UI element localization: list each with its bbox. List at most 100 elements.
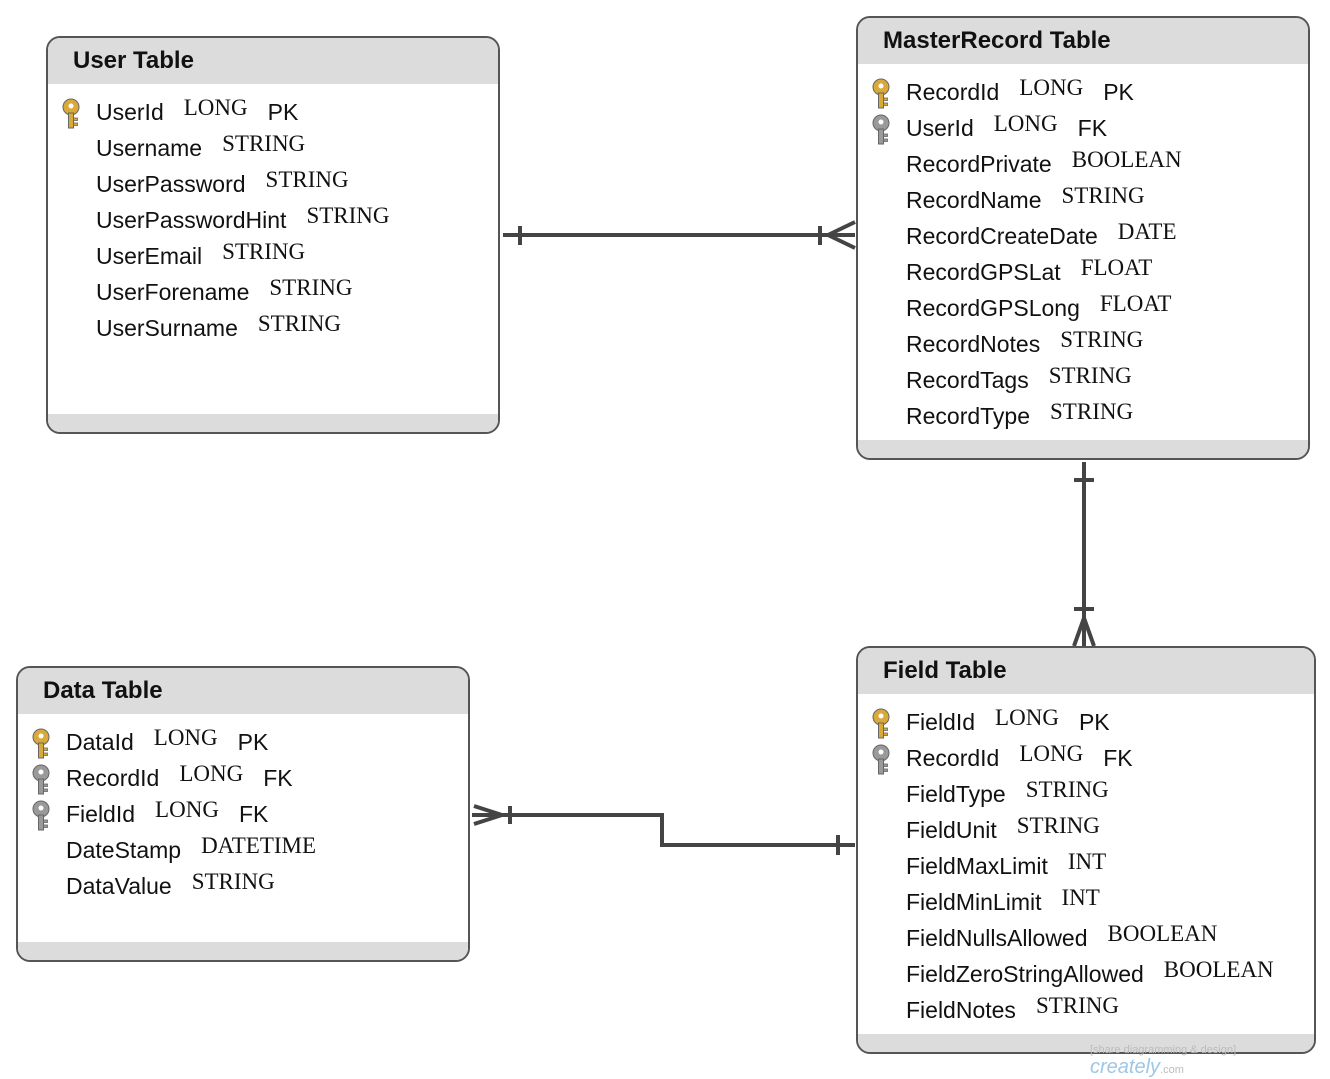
- primary-key-icon: [870, 78, 892, 110]
- foreign-key-icon: [870, 114, 892, 146]
- field-type: STRING: [1035, 993, 1119, 1018]
- field-type: LONG: [1019, 75, 1084, 100]
- field-key-label: FK: [263, 764, 293, 791]
- field-row[interactable]: Username STRING: [48, 130, 498, 166]
- field-type: LONG: [993, 111, 1058, 136]
- field-type: STRING: [1016, 813, 1100, 838]
- rel-field-data-crowfoot-bottom: [473, 813, 503, 826]
- field-name: UserForename: [96, 278, 250, 305]
- entity-header: Data Table: [18, 668, 468, 714]
- field-type: BOOLEAN: [1163, 957, 1274, 982]
- field-type: STRING: [1025, 777, 1109, 802]
- field-name: FieldMinLimit: [906, 888, 1042, 915]
- field-type: DATE: [1117, 219, 1177, 244]
- field-name: UserPassword: [96, 170, 246, 197]
- rel-master-field-crowfoot-left: [1072, 617, 1086, 647]
- foreign-key-icon: [30, 800, 52, 832]
- field-row[interactable]: UserId LONG FK: [858, 110, 1308, 146]
- field-name: Username: [96, 134, 203, 161]
- field-key-label: PK: [1103, 78, 1134, 105]
- field-type: STRING: [1060, 327, 1144, 352]
- rel-field-data-line: [472, 813, 855, 847]
- field-name: FieldType: [906, 780, 1006, 807]
- field-row[interactable]: FieldType STRING: [858, 776, 1314, 812]
- field-row[interactable]: RecordId LONG FK: [18, 760, 468, 796]
- foreign-key-icon: [30, 764, 52, 796]
- entity-footer: [858, 440, 1308, 458]
- field-name: FieldMaxLimit: [906, 852, 1048, 879]
- field-row[interactable]: FieldNotes STRING: [858, 992, 1314, 1028]
- field-type: LONG: [183, 95, 248, 120]
- field-name: DataValue: [66, 872, 172, 899]
- field-row[interactable]: FieldMaxLimit INT: [858, 848, 1314, 884]
- rel-field-data-crowfoot-top: [473, 804, 503, 817]
- field-name: UserSurname: [96, 314, 238, 341]
- field-key-label: PK: [1078, 708, 1110, 735]
- field-name: UserId: [96, 98, 164, 125]
- field-row[interactable]: RecordNotes STRING: [858, 326, 1308, 362]
- field-name: RecordGPSLat: [906, 258, 1061, 285]
- primary-key-icon: [30, 728, 52, 760]
- field-row[interactable]: UserEmail STRING: [48, 238, 498, 274]
- field-key-label: FK: [1077, 114, 1108, 141]
- rel-user-master-crowfoot-top: [827, 220, 856, 237]
- field-row[interactable]: RecordGPSLong FLOAT: [858, 290, 1308, 326]
- field-name: UserId: [906, 114, 974, 141]
- entity-title: Field Table: [883, 657, 1007, 684]
- field-type: STRING: [306, 203, 390, 228]
- entity-header: MasterRecord Table: [858, 18, 1308, 64]
- field-name: RecordNotes: [906, 330, 1041, 357]
- entity-header: Field Table: [858, 648, 1314, 694]
- field-name: UserEmail: [96, 242, 203, 269]
- field-name: FieldId: [906, 708, 976, 735]
- entity-footer: [858, 1034, 1314, 1052]
- field-type: INT: [1067, 849, 1107, 874]
- field-name: FieldZeroStringAllowed: [906, 960, 1144, 987]
- field-type: LONG: [155, 797, 219, 822]
- field-type: DATETIME: [201, 833, 317, 858]
- field-name: FieldNotes: [906, 996, 1016, 1023]
- entity-title: Data Table: [43, 677, 163, 704]
- field-row[interactable]: FieldZeroStringAllowed BOOLEAN: [858, 956, 1314, 992]
- field-name: RecordPrivate: [906, 150, 1052, 177]
- field-name: RecordId: [66, 764, 160, 791]
- primary-key-icon: [60, 98, 82, 130]
- field-type: STRING: [222, 131, 306, 156]
- entity-title: MasterRecord Table: [883, 27, 1111, 54]
- field-name: RecordGPSLong: [906, 294, 1080, 321]
- field-type: STRING: [1061, 183, 1145, 208]
- field-type: STRING: [222, 239, 306, 264]
- field-name: DataId: [66, 728, 134, 755]
- field-type: LONG: [179, 761, 244, 786]
- field-type: FLOAT: [1099, 291, 1172, 316]
- entity-footer: [48, 414, 498, 432]
